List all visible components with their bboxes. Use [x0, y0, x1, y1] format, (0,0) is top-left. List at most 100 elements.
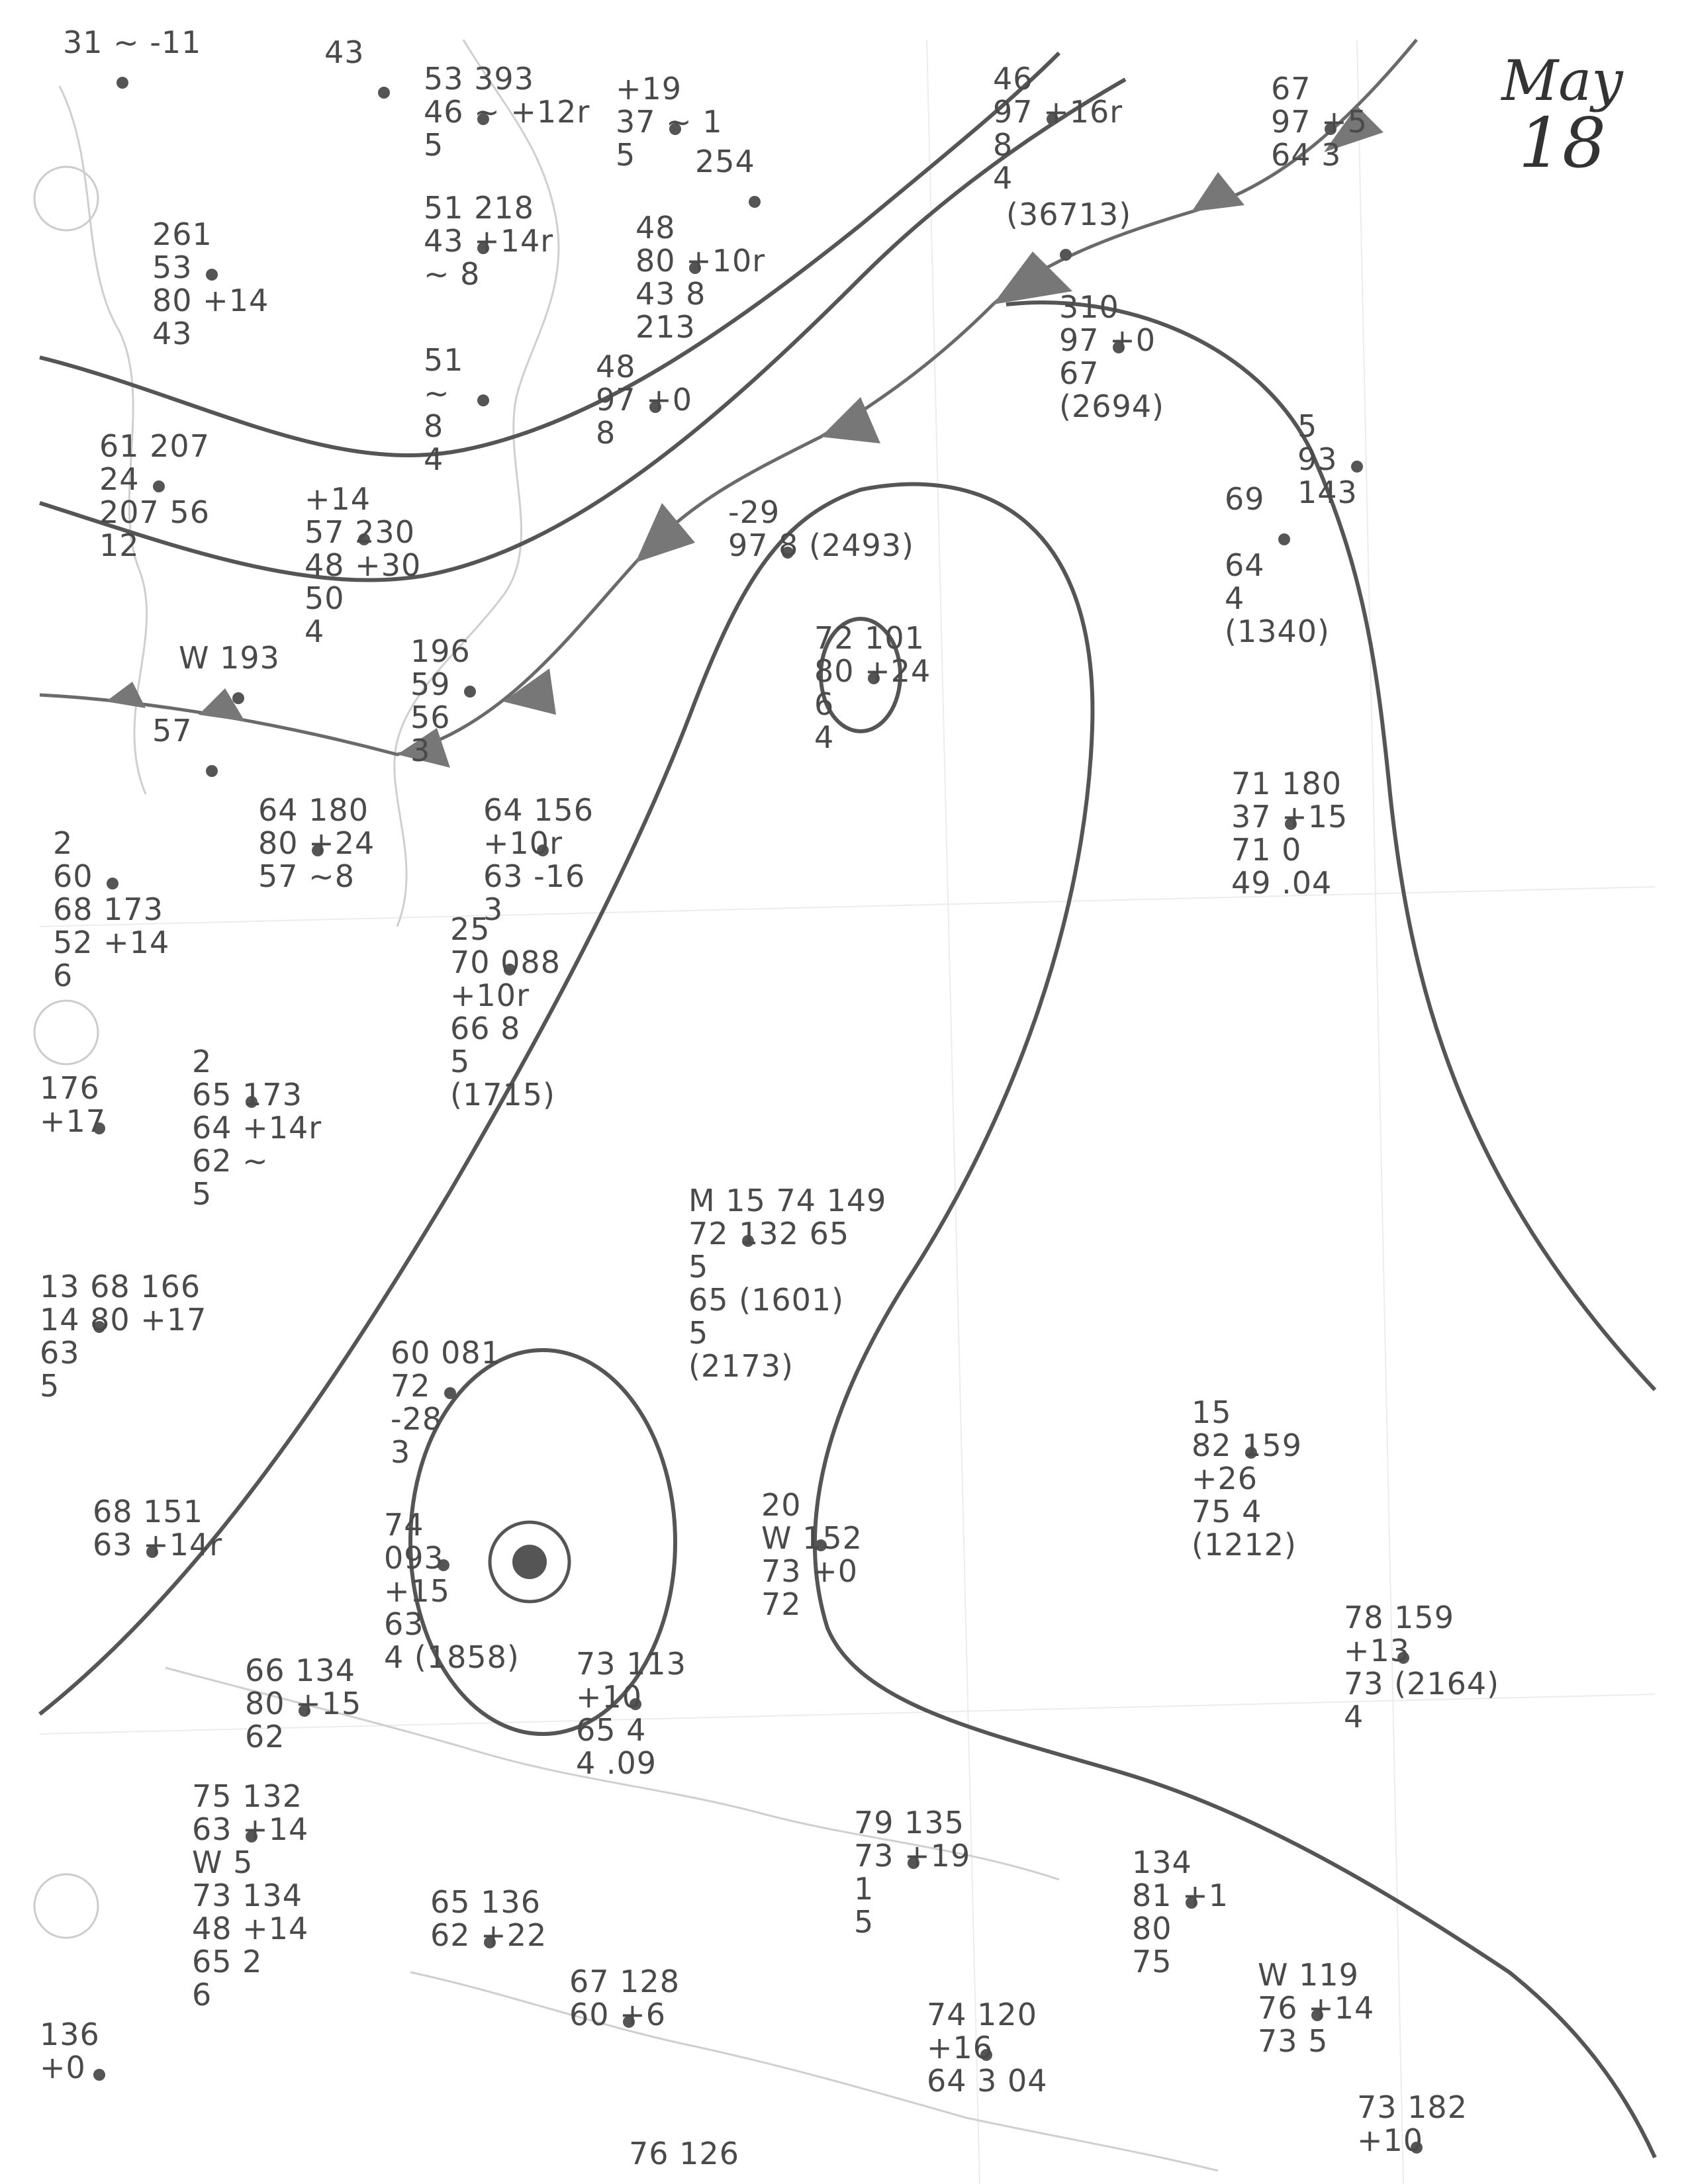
station-value: 51 [424, 342, 464, 378]
station-value: 143 [1297, 475, 1358, 510]
station-value: 310 [1059, 289, 1119, 325]
station-value: 46 [993, 61, 1033, 97]
station-value: (1212) [1192, 1527, 1297, 1563]
isobar-northern [39, 51, 1061, 457]
station-value: 4 .09 [576, 1745, 657, 1781]
station-value: 53 [152, 250, 193, 285]
station-value: -29 [728, 494, 780, 530]
station-value: 73 +19 [854, 1838, 970, 1874]
station-value: (2694) [1059, 388, 1164, 424]
station-value: 6 [192, 1977, 212, 2013]
station-circle [1278, 533, 1290, 545]
station-value: 176 [40, 1070, 100, 1106]
station-value: 254 [695, 144, 755, 179]
station-value: 73 134 [192, 1878, 303, 1913]
station-circle [146, 1546, 158, 1558]
station-circle [246, 1831, 258, 1843]
station-value: 80 +24 [258, 825, 375, 861]
station-value: 60 081 [391, 1335, 501, 1371]
station-value: 8 [993, 127, 1013, 163]
station-value: 4 [305, 614, 324, 649]
station-value: 48 +30 [305, 547, 421, 583]
station-value: 65 2 [192, 1944, 262, 1979]
station-value: W 5 [192, 1844, 253, 1880]
station-value: 97 +0 [1059, 322, 1156, 358]
station-circle [93, 2069, 105, 2081]
station-value: 2 [192, 1044, 212, 1079]
station-value: 74 [384, 1507, 424, 1543]
station-circle [232, 692, 244, 704]
station-value: 5 [40, 1368, 60, 1404]
station-circle [378, 87, 390, 99]
station-value: 14 80 +17 [40, 1302, 207, 1338]
station-value: +0 [40, 2050, 86, 2085]
station-value: (36713) [1006, 197, 1131, 232]
station-value: 50 [305, 580, 345, 616]
isobar-east [1006, 300, 1657, 1392]
station-value: 12 [99, 527, 140, 563]
station-value: 31 ~ -11 [63, 24, 201, 60]
station-circle [742, 1235, 754, 1247]
station-value: 69 [1225, 481, 1265, 517]
station-value: 5 [192, 1176, 212, 1212]
station-value: 3 [391, 1434, 410, 1470]
isobars [38, 51, 1657, 2159]
station-plot: W 193 [179, 640, 279, 704]
station-value: 65 173 [192, 1077, 303, 1113]
isobar-low-closed [408, 1348, 677, 1736]
station-circle [444, 1387, 456, 1399]
station-circle [484, 1936, 496, 1948]
station-value: 60 +6 [569, 1997, 666, 2032]
station-value: 24 [99, 461, 140, 497]
station-value: 64 180 [258, 792, 369, 828]
station-value: 52 +14 [53, 925, 169, 960]
station-value: 80 +15 [245, 1686, 361, 1721]
station-value: 5 [854, 1904, 874, 1940]
isobar-small-closed [819, 617, 902, 733]
station-circle [815, 1539, 827, 1551]
station-circle [477, 242, 489, 254]
station-value: 63 +14 [192, 1811, 308, 1847]
station-value: 82 159 [1192, 1428, 1302, 1463]
station-value: 73 +0 [761, 1553, 858, 1589]
station-value: 63 -16 [483, 858, 585, 894]
station-value: 72 [391, 1368, 431, 1404]
station-plot: 43 [324, 34, 390, 99]
station-plot: 31 ~ -11 [63, 24, 201, 89]
station-value: 70 088 [450, 944, 561, 980]
station-circle [464, 686, 476, 698]
station-circle [153, 480, 165, 492]
station-value: +15 [384, 1573, 450, 1609]
station-value: 65 136 [430, 1884, 541, 1920]
station-value: 136 [40, 2017, 100, 2052]
station-circle [1325, 123, 1336, 135]
station-value: 6 [53, 958, 73, 993]
station-value: 80 [1132, 1911, 1172, 1946]
station-value: 74 120 [927, 1997, 1037, 2032]
station-value: 43 +14r [424, 223, 553, 259]
station-value: 43 [152, 316, 193, 351]
station-value: 093 [384, 1540, 444, 1576]
cold-front [39, 38, 1418, 768]
low-center [488, 1520, 571, 1604]
station-value: 5 [616, 137, 635, 173]
station-circle [980, 2049, 992, 2061]
